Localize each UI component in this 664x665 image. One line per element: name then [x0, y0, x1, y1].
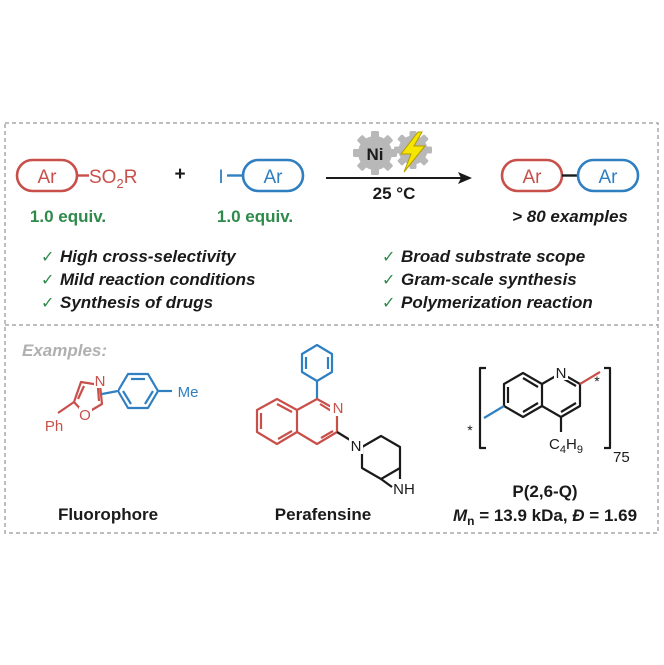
ar-label: Ar — [38, 167, 58, 188]
iodo-label: I — [218, 167, 223, 188]
sulfonyl-group: SO2R — [89, 167, 137, 191]
feature-item: Synthesis of drugs — [60, 293, 213, 312]
label-mask — [330, 398, 344, 416]
atom-n: N — [351, 438, 362, 455]
equiv-label-1: 1.0 equiv. — [30, 207, 106, 226]
butyl-label: C4H9 — [549, 436, 583, 456]
label-mask — [349, 436, 363, 454]
label-mask — [94, 373, 106, 388]
check-icon: ✓ — [382, 249, 395, 266]
dashed-frame — [4, 122, 659, 534]
check-icon: ✓ — [41, 249, 54, 266]
methyl-label: Me — [178, 384, 199, 401]
atom-n: N — [333, 400, 344, 417]
reactant-2: I Ar 1.0 equiv. — [217, 158, 305, 226]
feature-item: Polymerization reaction — [401, 293, 593, 312]
features-right: ✓ Broad substrate scope ✓ Gram-scale syn… — [382, 247, 593, 312]
ar-label: Ar — [599, 167, 619, 188]
reactant-1: Ar SO2R 1.0 equiv. — [15, 158, 137, 226]
product: Ar Ar > 80 examples — [500, 158, 640, 226]
end-star: * — [467, 422, 473, 438]
features-left: ✓ High cross-selectivity ✓ Mild reaction… — [41, 247, 256, 312]
polymer-properties: Mn = 13.9 kDa, Đ = 1.69 — [453, 506, 637, 528]
ar-pill-blue — [576, 158, 640, 193]
feature-item: High cross-selectivity — [60, 247, 237, 266]
check-icon: ✓ — [382, 295, 395, 312]
equiv-label-2: 1.0 equiv. — [217, 207, 293, 226]
perafensine-structure — [255, 343, 402, 481]
atom-n: N — [556, 365, 567, 382]
examples-header: Examples: — [22, 341, 107, 360]
bond — [380, 478, 393, 488]
end-star: * — [594, 373, 600, 389]
atom-o: O — [79, 407, 91, 424]
arrow-head — [458, 172, 472, 184]
atom-n: N — [95, 373, 106, 390]
check-icon: ✓ — [41, 295, 54, 312]
ar-label: Ar — [523, 167, 543, 188]
feature-item: Mild reaction conditions — [60, 270, 256, 289]
ar-pill-blue — [241, 158, 305, 193]
scope-label: > 80 examples — [512, 207, 628, 226]
reaction-conditions: Ni 25 °C — [326, 131, 472, 203]
phenyl-label: Ph — [45, 418, 63, 435]
fluorophore-name: Fluorophore — [58, 505, 158, 524]
check-icon: ✓ — [382, 272, 395, 289]
check-icon: ✓ — [41, 272, 54, 289]
lightning-icon — [399, 131, 427, 173]
nh-label: NH — [393, 481, 415, 498]
repeat-count: 75 — [613, 449, 630, 466]
perafensine-name: Perafensine — [275, 505, 371, 524]
gear-icon — [353, 131, 397, 175]
bond — [101, 389, 119, 396]
ar-label: Ar — [264, 167, 284, 188]
plus-sign: + — [174, 164, 185, 185]
catalyst-label: Ni — [367, 145, 384, 164]
temperature-label: 25 °C — [373, 184, 416, 203]
polymer-name: P(2,6-Q) — [512, 482, 577, 501]
polymer-structure — [478, 366, 612, 450]
feature-item: Broad substrate scope — [401, 247, 585, 266]
feature-item: Gram-scale synthesis — [401, 270, 577, 289]
label-mask — [554, 363, 568, 380]
label-mask — [79, 407, 92, 422]
label-mask — [392, 478, 418, 496]
